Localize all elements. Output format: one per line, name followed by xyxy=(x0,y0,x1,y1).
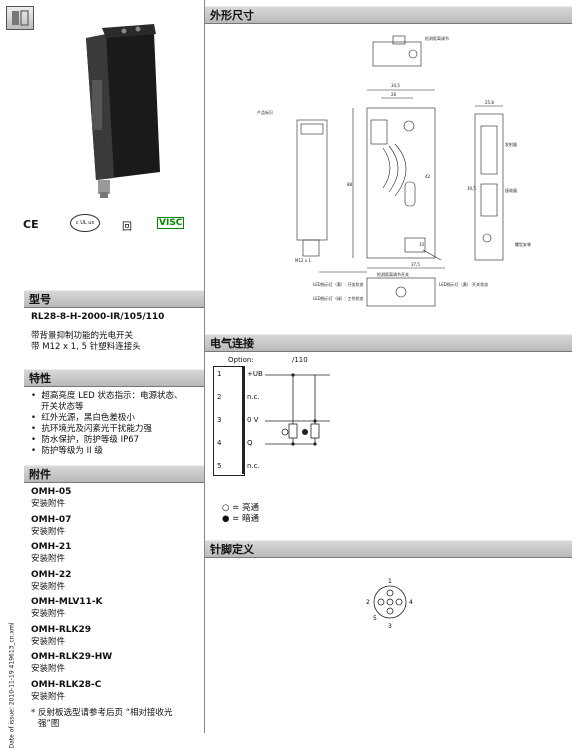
dim-28: 28 xyxy=(391,92,397,97)
issue-date-text: Date of issue: 2010-11-19 419613_cn.xml xyxy=(8,622,16,749)
column-divider xyxy=(204,0,205,733)
feature-item: • 抗环境光及闪紊光干扰能力强 xyxy=(31,424,152,434)
dim-37-5: 37,5 xyxy=(411,262,420,267)
section-accessories-header: 附件 xyxy=(24,465,204,483)
dim-88: 88 xyxy=(347,182,353,187)
section-electrical-header: 电气连接 xyxy=(205,334,572,352)
pin-name-4: Q xyxy=(247,439,253,447)
adjust-top-label: 检测距离调节开关 xyxy=(377,271,409,277)
section-features-header: 特性 xyxy=(24,369,204,387)
pin-label-5: 5 xyxy=(373,615,377,622)
led-yellow-label: LED指示灯（黄）: 开关状态 xyxy=(313,281,363,287)
feature-item: 开关状态等 xyxy=(41,402,84,412)
footnote-line-2: 强”图 xyxy=(38,719,60,729)
connector-pinout-diagram: 1 2 3 4 5 xyxy=(366,578,413,630)
features-list: • 超高亮度 LED 状态指示：电源状态、 开关状态等 • 红外光源，黑白色差极… xyxy=(31,391,206,457)
pin-num-3: 3 xyxy=(217,416,222,424)
section-pinout-header: 针脚定义 xyxy=(205,540,572,558)
feature-item: • 超高亮度 LED 状态指示：电源状态、 xyxy=(31,391,183,401)
model-desc-1: 带背景抑制功能的光电开关 xyxy=(31,331,134,341)
mounting-label: 螺型安装 xyxy=(515,241,531,247)
pin-name-3: 0 V xyxy=(247,416,259,424)
pin-name-2: n.c. xyxy=(247,393,260,401)
pin-label-1: 1 xyxy=(388,578,392,585)
pin-num-5: 5 xyxy=(217,462,222,470)
dim-42: 42 xyxy=(425,174,431,179)
pin-label-3: 3 xyxy=(388,623,392,630)
led-green-label: LED指示灯（绿）: 工作状态 xyxy=(313,295,363,301)
ce-logo: CE xyxy=(23,218,39,231)
model-code: RL28-8-H-2000-IR/105/110 xyxy=(31,312,165,322)
receiver-label: 接收器 xyxy=(505,187,517,193)
pin-name-5: n.c. xyxy=(247,462,260,470)
dimension-drawing: 检测距离调节 34,5 28 25,8 产品标识 88 42 30,5 发射器 … xyxy=(257,35,531,307)
dim-34-5: 34,5 xyxy=(391,83,400,88)
dim-10: 10 xyxy=(419,242,425,247)
pin-num-2: 2 xyxy=(217,393,222,401)
pin-name-1: +UB xyxy=(247,370,263,378)
pin-label-4: 4 xyxy=(409,599,413,606)
pin-num-4: 4 xyxy=(217,439,222,447)
class2-logo: 回 xyxy=(122,222,132,233)
wiring-diagram xyxy=(265,373,330,446)
pin-num-1: 1 xyxy=(217,370,222,378)
pin-label-2: 2 xyxy=(366,599,370,606)
legend-dark-on: ● = 暗通 xyxy=(222,514,259,524)
option-value: /110 xyxy=(292,356,308,364)
product-label-text: 产品标识 xyxy=(257,109,273,115)
section-dimensions-header: 外形尺寸 xyxy=(205,6,572,24)
dim-25-8: 25,8 xyxy=(485,100,494,105)
brand-logo xyxy=(6,6,34,30)
feature-item: • 防护等级为 II 级 xyxy=(31,446,103,456)
dim-m12: M12 x 1 xyxy=(295,258,311,263)
led-right-label: LED指示灯（黄） 开关状态 xyxy=(439,281,488,287)
legend-light-on: ○ = 亮通 xyxy=(222,503,259,513)
feature-item: • 红外光源，黑白色差极小 xyxy=(31,413,135,423)
product-photo xyxy=(62,20,177,200)
visc-logo: VISC xyxy=(157,217,185,229)
ul-logo: c UL us xyxy=(70,214,100,232)
feature-item: • 防水保护，防护等级 IP67 xyxy=(31,435,140,445)
footnote-line-1: * 反射板选型请参考后页 “相对接收光 xyxy=(31,708,173,718)
knob-label: 检测距离调节 xyxy=(425,35,449,41)
model-desc-2: 带 M12 x 1, 5 针塑料连接头 xyxy=(31,342,141,352)
emitter-label: 发射器 xyxy=(505,141,517,147)
option-label: Option: xyxy=(228,356,254,364)
pin-block-edge xyxy=(242,366,245,474)
section-model-header: 型号 xyxy=(24,290,204,308)
dim-30-5: 30,5 xyxy=(467,186,476,191)
